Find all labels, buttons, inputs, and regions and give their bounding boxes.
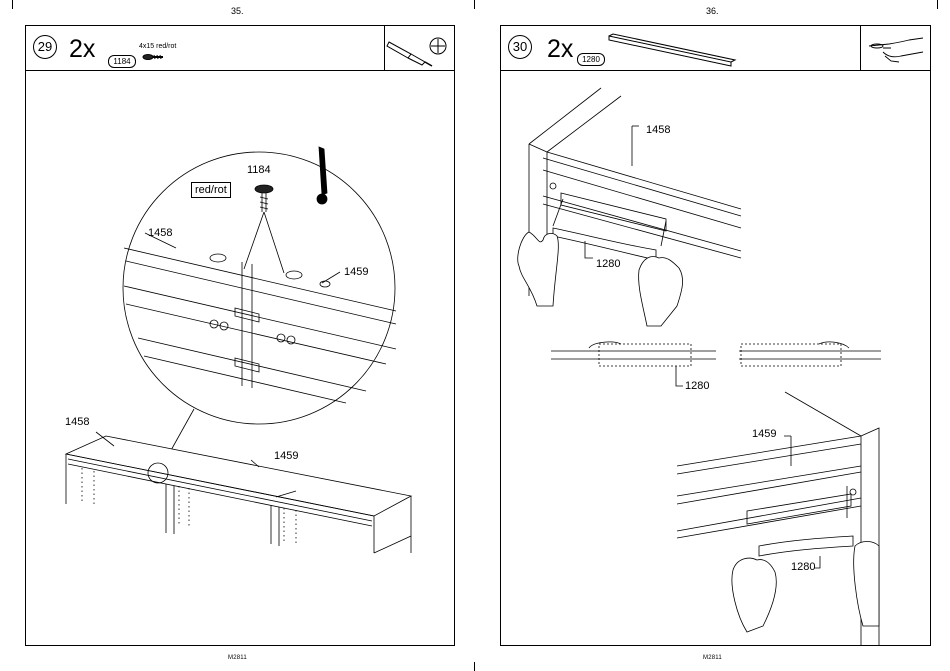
left-page-frame: 29 2x 1184 4x15 red/rot	[25, 25, 455, 646]
left-assembly-illustration	[26, 26, 454, 645]
right-page-frame: 30 2x 1280	[500, 25, 931, 646]
detail-color-label: red/rot	[191, 182, 231, 198]
bottom-panel-label: 1459	[752, 428, 776, 440]
crop-mark-top	[474, 0, 475, 9]
detail-right-panel-label: 1459	[344, 266, 368, 278]
detail-left-panel-label: 1458	[148, 227, 172, 239]
detail-screw-label: 1184	[247, 164, 271, 176]
crop-mark-bottom	[474, 662, 475, 671]
top-strip-label: 1280	[596, 258, 620, 270]
right-assembly-illustration	[501, 26, 930, 645]
footer-code-left: M2811	[228, 655, 247, 661]
crop-mark-top-right	[937, 0, 938, 9]
page-number-left: 35.	[231, 6, 244, 16]
page-number-right: 36.	[706, 6, 719, 16]
top-panel-label: 1458	[646, 124, 670, 136]
bottom-strip-label: 1280	[791, 561, 815, 573]
crop-mark-top-left	[12, 0, 13, 9]
overview-right-panel-label: 1459	[274, 450, 298, 462]
footer-code-right: M2811	[703, 655, 722, 661]
middle-strip-label: 1280	[685, 380, 709, 392]
overview-left-panel-label: 1458	[65, 416, 89, 428]
